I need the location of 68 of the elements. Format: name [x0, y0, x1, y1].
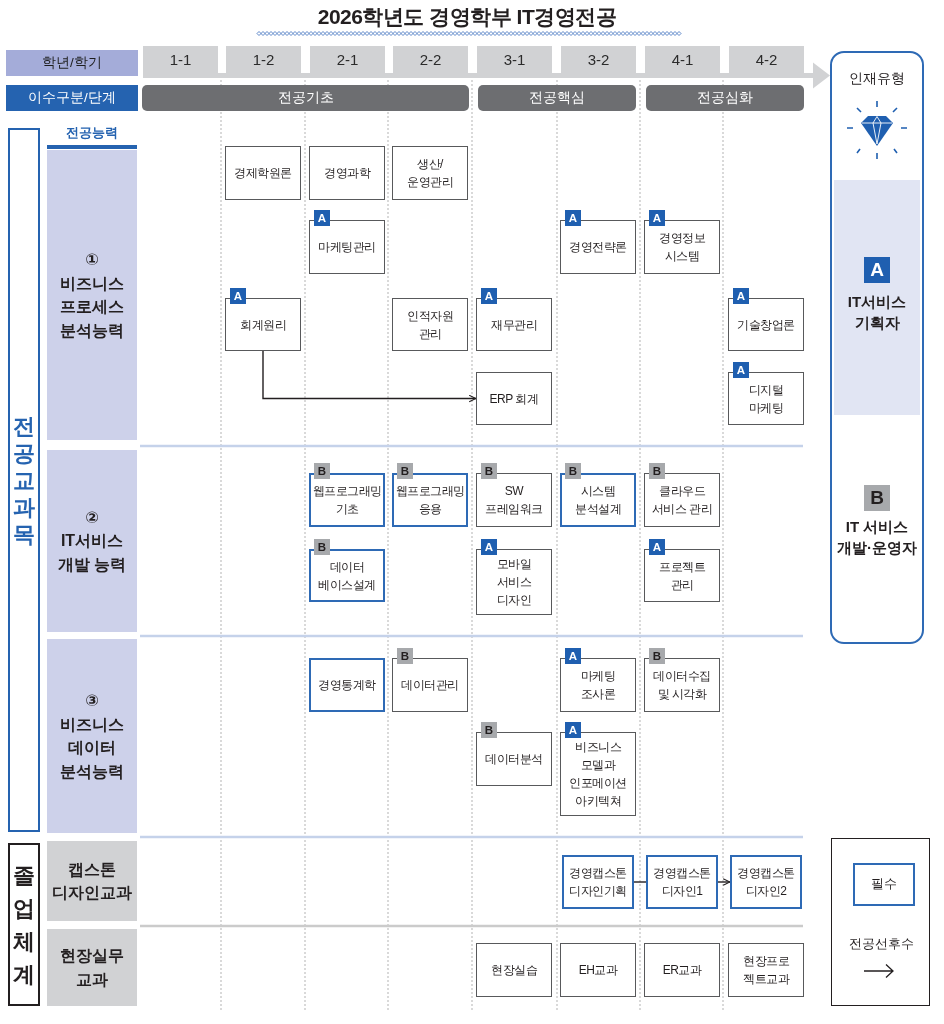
semester-tab: 1-2 [226, 46, 301, 73]
row-header: ③ 비즈니스 데이터 분석능력 [47, 639, 137, 833]
letter-badge: B [481, 463, 497, 479]
course-box: 경영캡스톤 디자인1 [646, 855, 718, 909]
course-box: 생산/ 운영관리 [392, 146, 468, 200]
header-cell: 이수구분/단계 [6, 85, 138, 111]
vertical-label-box: 졸업체계 [8, 843, 40, 1006]
letter-badge: A [733, 288, 749, 304]
semester-tab: 2-1 [310, 46, 385, 73]
letter-badge: A [649, 539, 665, 555]
legend-sample: 필수 [853, 863, 915, 906]
arrow [143, 62, 830, 89]
course-box: ER교과 [644, 943, 720, 997]
letter-badge: A [733, 362, 749, 378]
course-box: 경영통계학 [309, 658, 385, 712]
stage-bar: 전공심화 [646, 85, 804, 111]
letter-badge: B [397, 648, 413, 664]
legend-label: 전공선후수 [848, 936, 914, 953]
letter-badge: B [649, 648, 665, 664]
header-cell: 학년/학기 [6, 50, 138, 76]
arrow [262, 350, 477, 403]
semester-tab: 3-2 [561, 46, 636, 73]
connector-line [633, 881, 647, 883]
arrow [717, 878, 731, 886]
semester-tab: 3-1 [477, 46, 552, 73]
course-box: 경영과학 [309, 146, 385, 200]
semester-tab: 4-2 [729, 46, 804, 73]
row-header: 캡스톤 디자인교과 [47, 841, 137, 921]
stage-bar: 전공핵심 [478, 85, 636, 111]
role-title: IT 서비스 개발·운영자 [837, 517, 917, 558]
semester-tab: 4-1 [645, 46, 720, 73]
letter-badge: B [649, 463, 665, 479]
letter-badge: A [481, 288, 497, 304]
letter-badge: A [230, 288, 246, 304]
role-title: IT서비스 기획자 [847, 292, 907, 333]
row-header: 현장실무 교과 [47, 929, 137, 1006]
letter-badge: A [565, 722, 581, 738]
course-box: 경영캡스톤 디자인2 [730, 855, 802, 909]
row-header: ② IT서비스 개발 능력 [47, 450, 137, 632]
semester-tab: 2-2 [393, 46, 468, 73]
letter-badge: A [649, 210, 665, 226]
letter-badge: B [314, 539, 330, 555]
semester-tab: 1-1 [143, 46, 218, 73]
talent-panel [830, 51, 924, 644]
letter-badge: A [565, 210, 581, 226]
vertical-label-box: 전공교과목 [8, 128, 40, 832]
column-heading: 전공능력 [66, 124, 118, 142]
course-box: 경제학원론 [225, 146, 301, 200]
letter-badge: B [864, 485, 890, 511]
letter-badge: B [397, 463, 413, 479]
course-box: 현장프로 젝트교과 [728, 943, 804, 997]
letter-badge: B [314, 463, 330, 479]
panel-heading: 인재유형 [849, 70, 905, 88]
page-title: 2026학년도 경영학부 IT경영전공 [317, 4, 617, 30]
letter-badge: A [864, 257, 890, 283]
letter-badge: A [481, 539, 497, 555]
letter-badge: B [565, 463, 581, 479]
stage-bar: 전공기초 [142, 85, 469, 111]
course-box: ERP 회계 [476, 372, 552, 425]
course-box: 경영캡스톤 디자인기획 [562, 855, 634, 909]
letter-badge: A [314, 210, 330, 226]
row-header: ① 비즈니스 프로세스 분석능력 [47, 150, 137, 440]
highlight-panel [834, 180, 920, 415]
course-box: 인적자원 관리 [392, 298, 468, 351]
course-box: EH교과 [560, 943, 636, 997]
letter-badge: B [481, 722, 497, 738]
course-box: 현장실습 [476, 943, 552, 997]
letter-badge: A [565, 648, 581, 664]
